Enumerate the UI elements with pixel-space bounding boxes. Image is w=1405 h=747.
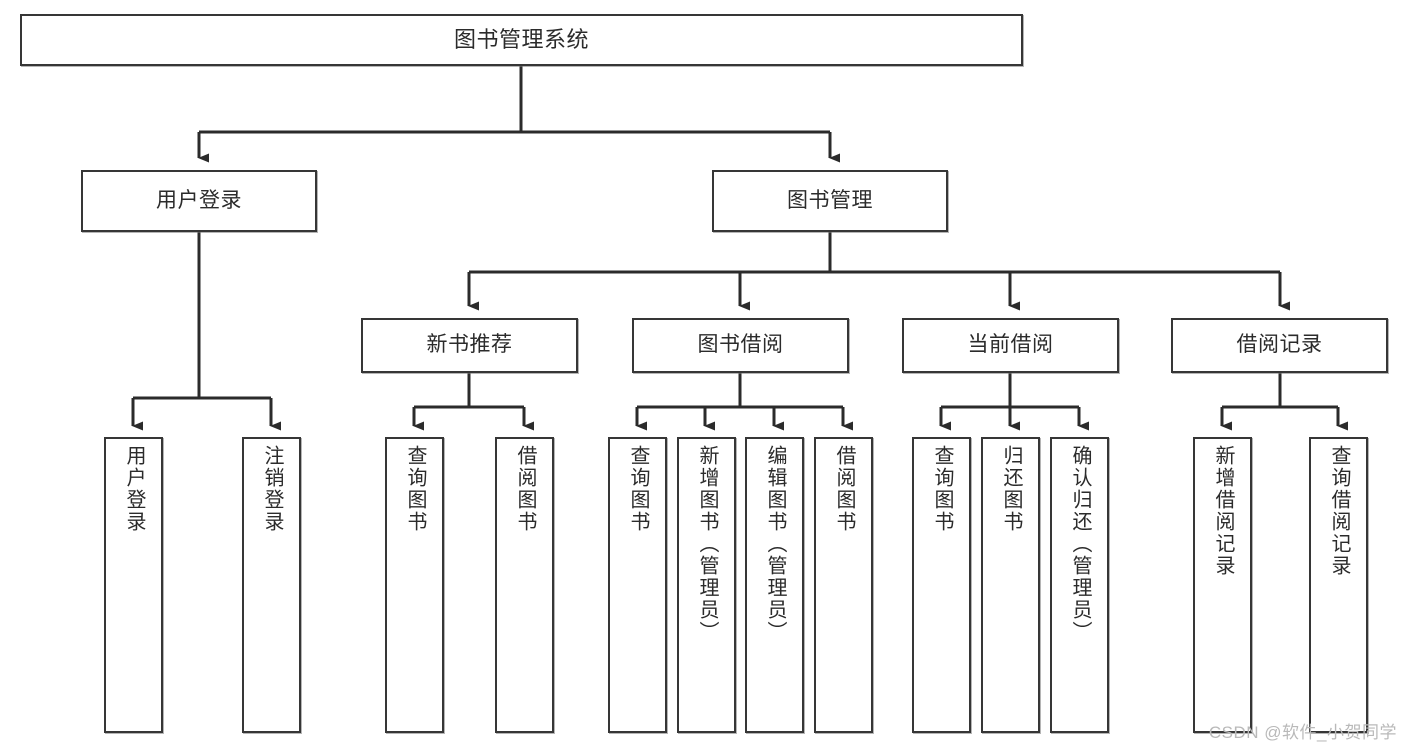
node-new-book-recommendation-label: 新书推荐 — [426, 333, 513, 357]
leaf-query-books-current[interactable]: 查询图书 — [912, 437, 971, 733]
leaf-borrow-books-newbook[interactable]: 借阅图书 — [495, 437, 554, 733]
node-current-borrowing[interactable]: 当前借阅 — [902, 318, 1119, 373]
leaf-query-borrow-record[interactable]: 查询借阅记录 — [1309, 437, 1368, 733]
leaf-edit-book-admin-label: 编辑图书（管理员） — [764, 445, 786, 643]
leaf-add-borrow-record[interactable]: 新增借阅记录 — [1193, 437, 1252, 733]
leaf-borrow-books-newbook-label: 借阅图书 — [514, 445, 536, 533]
leaf-return-books[interactable]: 归还图书 — [981, 437, 1040, 733]
leaf-query-books-current-label: 查询图书 — [931, 445, 953, 533]
leaf-user-login[interactable]: 用户登录 — [104, 437, 163, 733]
node-user-login[interactable]: 用户登录 — [81, 170, 317, 232]
node-book-management-label: 图书管理 — [787, 188, 873, 212]
leaf-query-books-borrow-label: 查询图书 — [627, 445, 649, 533]
leaf-return-books-label: 归还图书 — [1000, 445, 1022, 533]
leaf-add-book-admin[interactable]: 新增图书（管理员） — [677, 437, 736, 733]
node-book-management[interactable]: 图书管理 — [712, 170, 948, 232]
leaf-borrow-books-borrow-label: 借阅图书 — [833, 445, 855, 533]
leaf-logout-label: 注销登录 — [261, 445, 283, 533]
node-new-book-recommendation[interactable]: 新书推荐 — [361, 318, 578, 373]
leaf-add-book-admin-label: 新增图书（管理员） — [696, 445, 718, 643]
node-root[interactable]: 图书管理系统 — [20, 14, 1023, 66]
node-borrowing-records[interactable]: 借阅记录 — [1171, 318, 1388, 373]
leaf-query-books-newbook-label: 查询图书 — [404, 445, 426, 533]
node-current-borrowing-label: 当前借阅 — [967, 333, 1054, 357]
leaf-confirm-return-admin[interactable]: 确认归还（管理员） — [1050, 437, 1109, 733]
leaf-add-borrow-record-label: 新增借阅记录 — [1212, 445, 1234, 577]
leaf-confirm-return-admin-label: 确认归还（管理员） — [1069, 445, 1091, 643]
watermark-text: CSDN @软件_小贺同学 — [1208, 723, 1397, 742]
leaf-edit-book-admin[interactable]: 编辑图书（管理员） — [745, 437, 804, 733]
leaf-logout[interactable]: 注销登录 — [242, 437, 301, 733]
leaf-user-login-label: 用户登录 — [123, 445, 145, 533]
leaf-query-books-newbook[interactable]: 查询图书 — [385, 437, 444, 733]
node-root-label: 图书管理系统 — [453, 27, 589, 53]
leaf-query-books-borrow[interactable]: 查询图书 — [608, 437, 667, 733]
node-borrowing-records-label: 借阅记录 — [1236, 333, 1323, 357]
node-user-login-label: 用户登录 — [156, 188, 242, 212]
leaf-query-borrow-record-label: 查询借阅记录 — [1328, 445, 1350, 577]
node-book-borrowing[interactable]: 图书借阅 — [632, 318, 849, 373]
leaf-borrow-books-borrow[interactable]: 借阅图书 — [814, 437, 873, 733]
node-book-borrowing-label: 图书借阅 — [697, 333, 784, 357]
